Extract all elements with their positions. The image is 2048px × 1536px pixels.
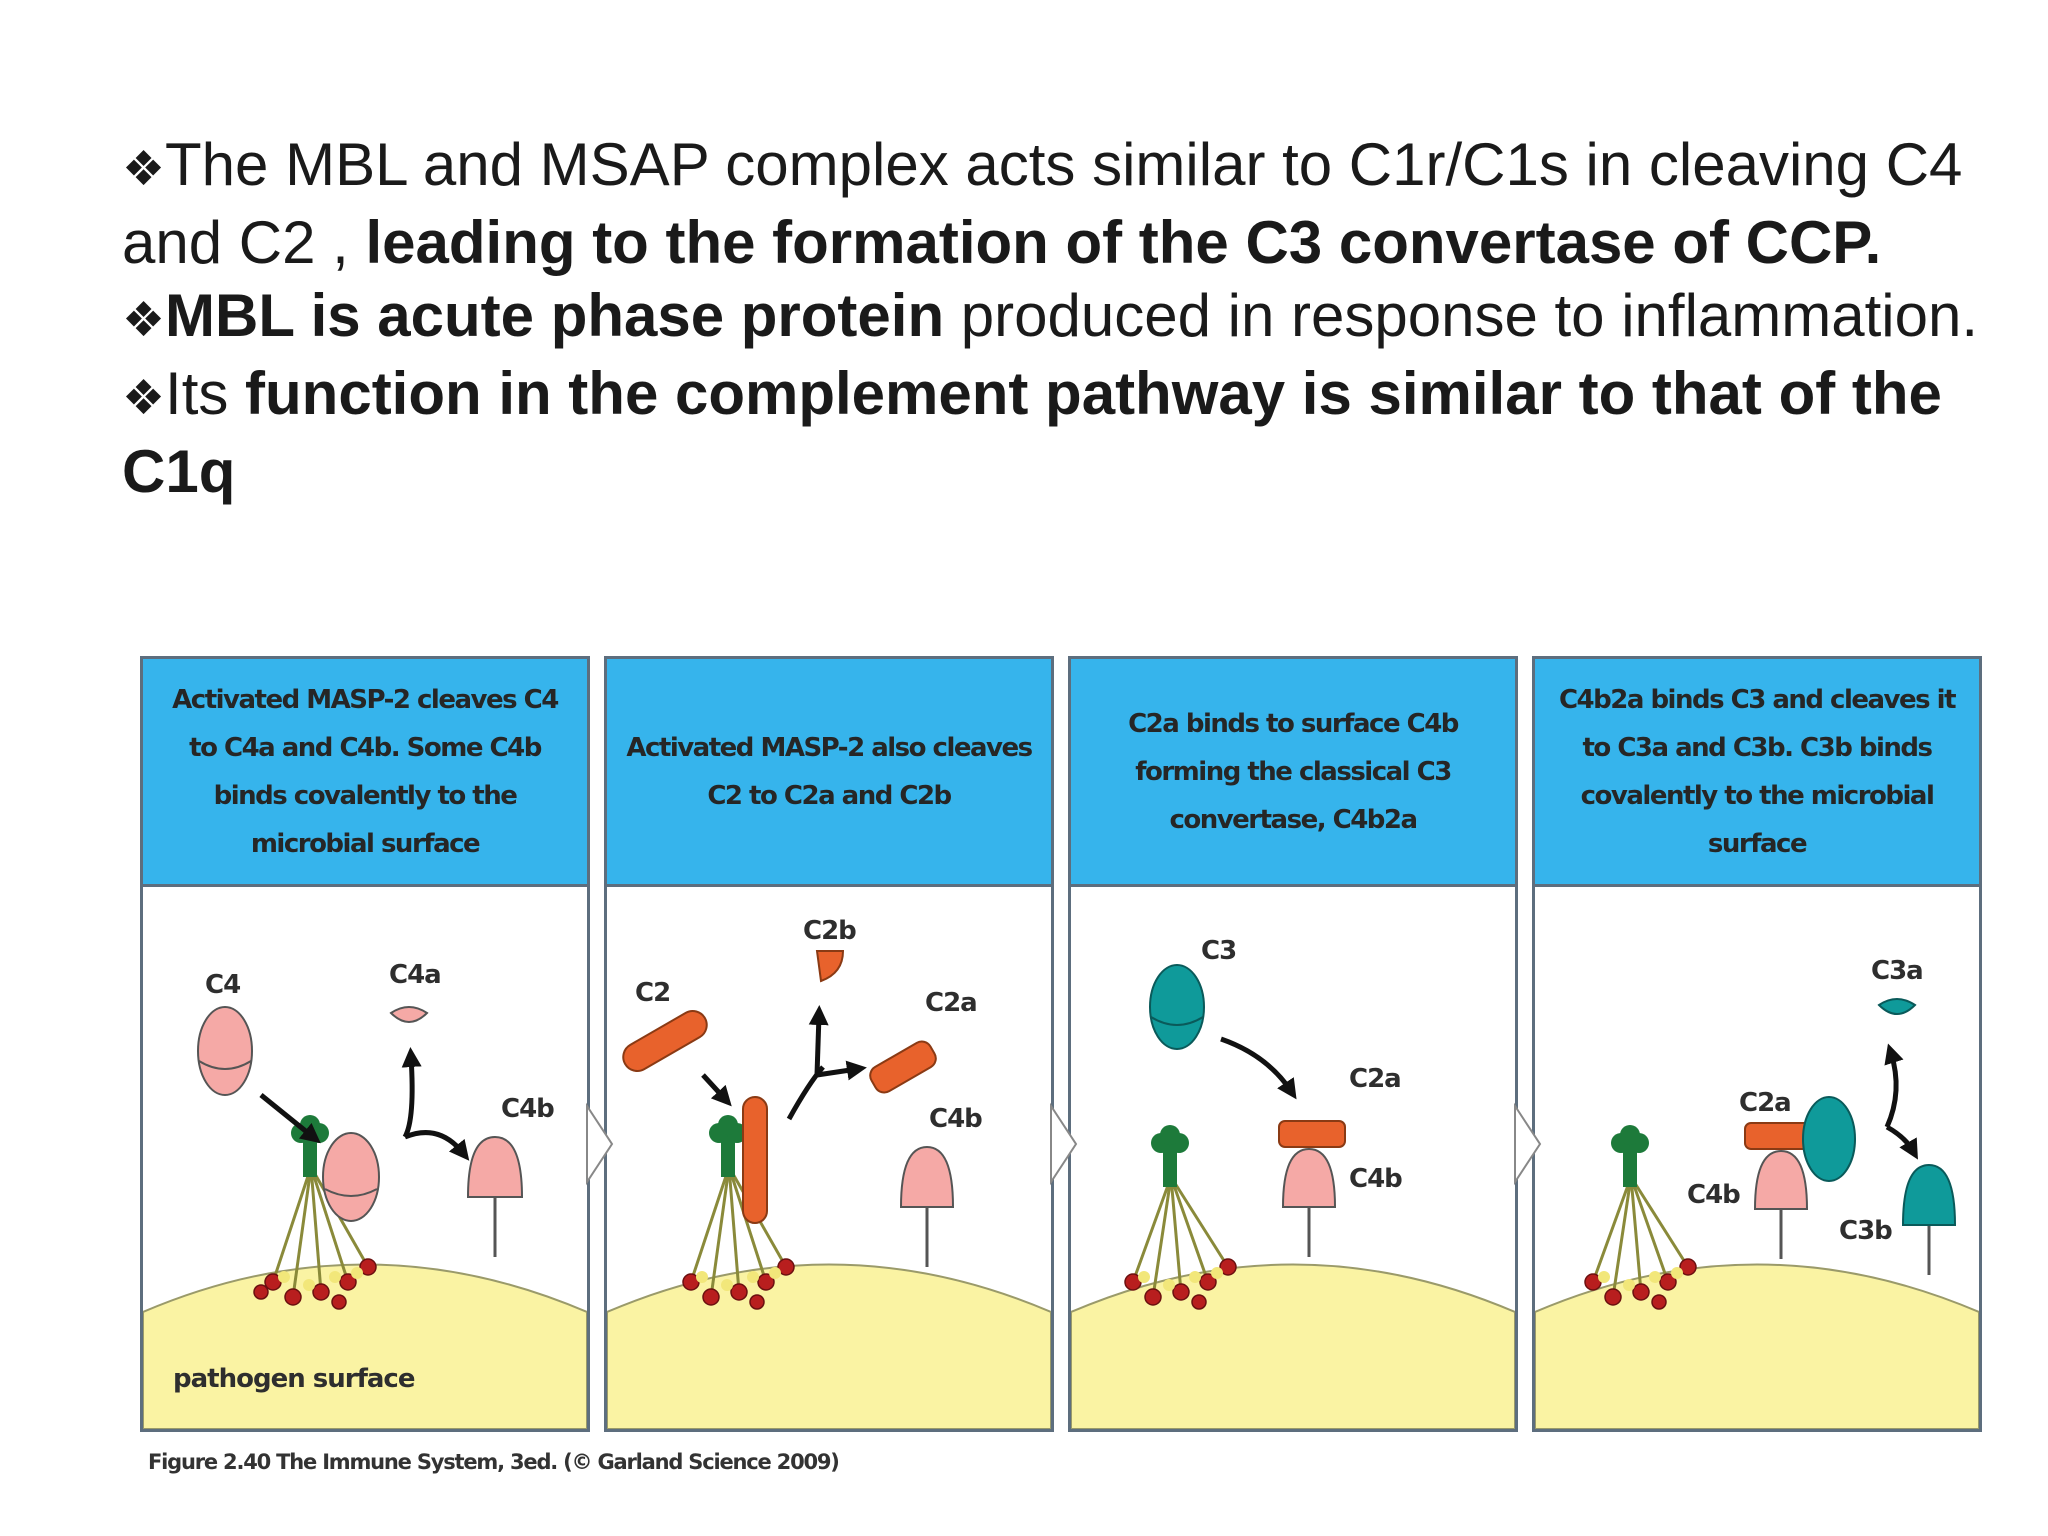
panel-1: Activated MASP-2 cleaves C4 to C4a and C… [140,656,590,1432]
label-c3b: C3b [1839,1216,1892,1246]
c3a-icon [1877,998,1917,1015]
c4a-icon [389,1006,429,1023]
bullet-3-text: Its [165,360,246,427]
label-c4b: C4b [929,1104,982,1134]
bullet-list: ❖The MBL and MSAP complex acts similar t… [122,128,1982,508]
label-c4b: C4b [501,1094,554,1124]
bullet-2-text: produced in response to inflammation. [944,282,1979,349]
arrow-to-convertase [1220,1036,1297,1100]
label-c3a: C3a [1871,956,1923,986]
label-c2a: C2a [1739,1088,1791,1118]
arrow-to-c3b [1885,1124,1918,1160]
mbl-complex-icon [1584,1125,1697,1310]
c2-icon [622,1010,708,1072]
c4b-icon [466,1135,524,1257]
pathogen-surface [143,1263,587,1429]
panel-2: Activated MASP-2 also cleaves C2 to C2a … [604,656,1054,1432]
pathogen-surface [1071,1263,1515,1429]
label-c2: C2 [635,978,670,1008]
c4b-icon [1281,1147,1337,1257]
arrow-to-c4b [404,1130,470,1161]
panel-2-diagram: C2 C2b C2a C4b [607,916,1051,1429]
arrow-to-c3a [1884,1043,1904,1129]
panel-3-caption: C2a binds to surface C4b forming the cla… [1071,659,1515,887]
bullet-2-bold: MBL is acute phase protein [165,282,945,349]
label-c4b: C4b [1687,1180,1740,1210]
lectin-pathway-figure: Activated MASP-2 cleaves C4 to C4a and C… [140,656,1990,1432]
c4-bound-icon [322,1132,380,1222]
panel-4-caption: C4b2a binds C3 and cleaves it to C3a and… [1535,659,1979,887]
label-pathogen-surface: pathogen surface [173,1364,415,1394]
c4-icon [197,1006,253,1096]
pathogen-surface [1535,1263,1979,1429]
bullet-star-icon: ❖ [122,141,166,197]
panel-2-caption: Activated MASP-2 also cleaves C2 to C2a … [607,659,1051,887]
pathogen-surface [607,1263,1051,1429]
figure-credit: Figure 2.40 The Immune System, 3ed. (© G… [148,1450,840,1474]
label-c2a: C2a [1349,1064,1401,1094]
bullet-star-icon: ❖ [122,370,166,426]
c3-bound-icon [1802,1096,1856,1182]
bullet-1: ❖The MBL and MSAP complex acts similar t… [122,128,1982,279]
c4b-icon [1753,1149,1809,1259]
bullet-3: ❖Its function in the complement pathway … [122,357,1982,508]
bullet-1-bold: leading to the formation of the C3 conve… [365,209,1882,276]
label-c2b: C2b [803,916,856,946]
arrow-to-c4a [401,1047,422,1139]
label-c2a: C2a [925,988,977,1018]
label-c4b: C4b [1349,1164,1402,1194]
panel-4-diagram: C3a C2a C4b C3b [1535,956,1979,1429]
c2a-bound-icon [1278,1120,1346,1148]
c4b-icon [899,1145,955,1267]
panel-4: C4b2a binds C3 and cleaves it to C3a and… [1532,656,1982,1432]
bullet-3-bold: function in the complement pathway is si… [122,360,1942,505]
c2b-icon [815,950,845,983]
mbl-complex-icon [1124,1125,1237,1310]
label-c4a: C4a [389,960,441,990]
arrow-cleave [259,1093,321,1144]
arrow-cleave [701,1073,732,1107]
c3-icon [1149,964,1205,1050]
panel-1-diagram: C4 C4a C4b pathogen surface [143,960,587,1429]
panel-1-caption: Activated MASP-2 cleaves C4 to C4a and C… [143,659,587,887]
c3b-icon [1901,1163,1957,1275]
label-c3: C3 [1201,936,1236,966]
mbl-complex-icon [682,1115,795,1310]
panel-3: C2a binds to surface C4b forming the cla… [1068,656,1518,1432]
c2a-icon [869,1040,937,1094]
arrow-to-c2a [816,1060,867,1081]
panel-3-diagram: C3 C2a C4b [1071,936,1515,1429]
bullet-star-icon: ❖ [122,292,166,348]
arrow-split [786,1065,825,1121]
bullet-2: ❖MBL is acute phase protein produced in … [122,279,1982,357]
label-c4: C4 [205,970,240,1000]
c2-bound-icon [742,1096,768,1224]
bullet-1-text: The MBL and MSAP complex acts similar to… [122,131,1963,276]
arrow-to-c2b [808,1005,829,1076]
